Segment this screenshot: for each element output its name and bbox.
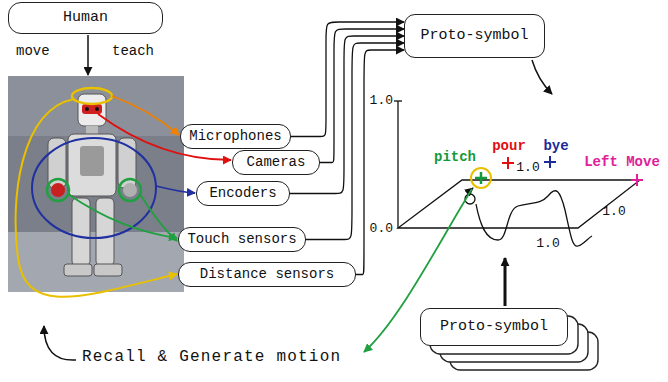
sensor-box: Touch sensors (178, 227, 306, 252)
recall-arrow (44, 326, 76, 360)
box-text: Touch sensors (187, 231, 296, 247)
box-text: Proto-symbol (440, 318, 548, 335)
flow-arrow (532, 60, 552, 94)
axis-value: 1.0 (516, 161, 539, 175)
axis-value: 0.0 (370, 222, 393, 236)
box-text: Encoders (209, 185, 276, 201)
microphone-mark (72, 88, 112, 104)
motion-label: Left Move (584, 155, 660, 170)
sensor-box: Cameras (232, 150, 320, 175)
human-arrow (87, 35, 89, 75)
leader-line (140, 194, 177, 241)
leader-line (16, 99, 177, 297)
motion-label: bye (543, 139, 568, 154)
proto-symbol-space (394, 101, 643, 246)
sensor-box: Distance sensors (178, 262, 356, 287)
proto-symbol-box: Proto-symbol (404, 14, 545, 58)
human-box: Human (8, 2, 163, 34)
box-text: Distance sensors (200, 266, 334, 282)
axis-value: 1.0 (536, 237, 559, 251)
axis-value: 1.0 (370, 94, 393, 108)
sensor-box: Microphones (180, 124, 291, 149)
connector-arrow (306, 43, 404, 240)
connector-arrow (320, 29, 404, 163)
leader-line (156, 186, 195, 193)
proto-symbol-box: Proto-symbol (420, 308, 568, 346)
motion-label: pitch (434, 150, 476, 165)
caption-text: Recall & Generate motion (82, 349, 341, 367)
sensor-box: Encoders (196, 181, 290, 206)
motion-label: pour (492, 139, 526, 154)
connector-arrow (291, 22, 404, 137)
action-label: move (16, 44, 50, 59)
leader-line (68, 194, 177, 238)
box-text: Microphones (189, 128, 281, 144)
action-label: teach (112, 44, 154, 59)
robot-photo (8, 76, 184, 292)
flow-arrow (504, 258, 507, 306)
connector-arrow (356, 50, 404, 275)
box-text: Cameras (247, 154, 306, 170)
box-text: Human (63, 9, 108, 26)
encoder-mark (32, 138, 156, 238)
touch-mark (47, 179, 69, 201)
box-text: Proto-symbol (420, 27, 528, 44)
axis-value: 1.0 (602, 205, 625, 219)
touch-mark (119, 179, 141, 201)
